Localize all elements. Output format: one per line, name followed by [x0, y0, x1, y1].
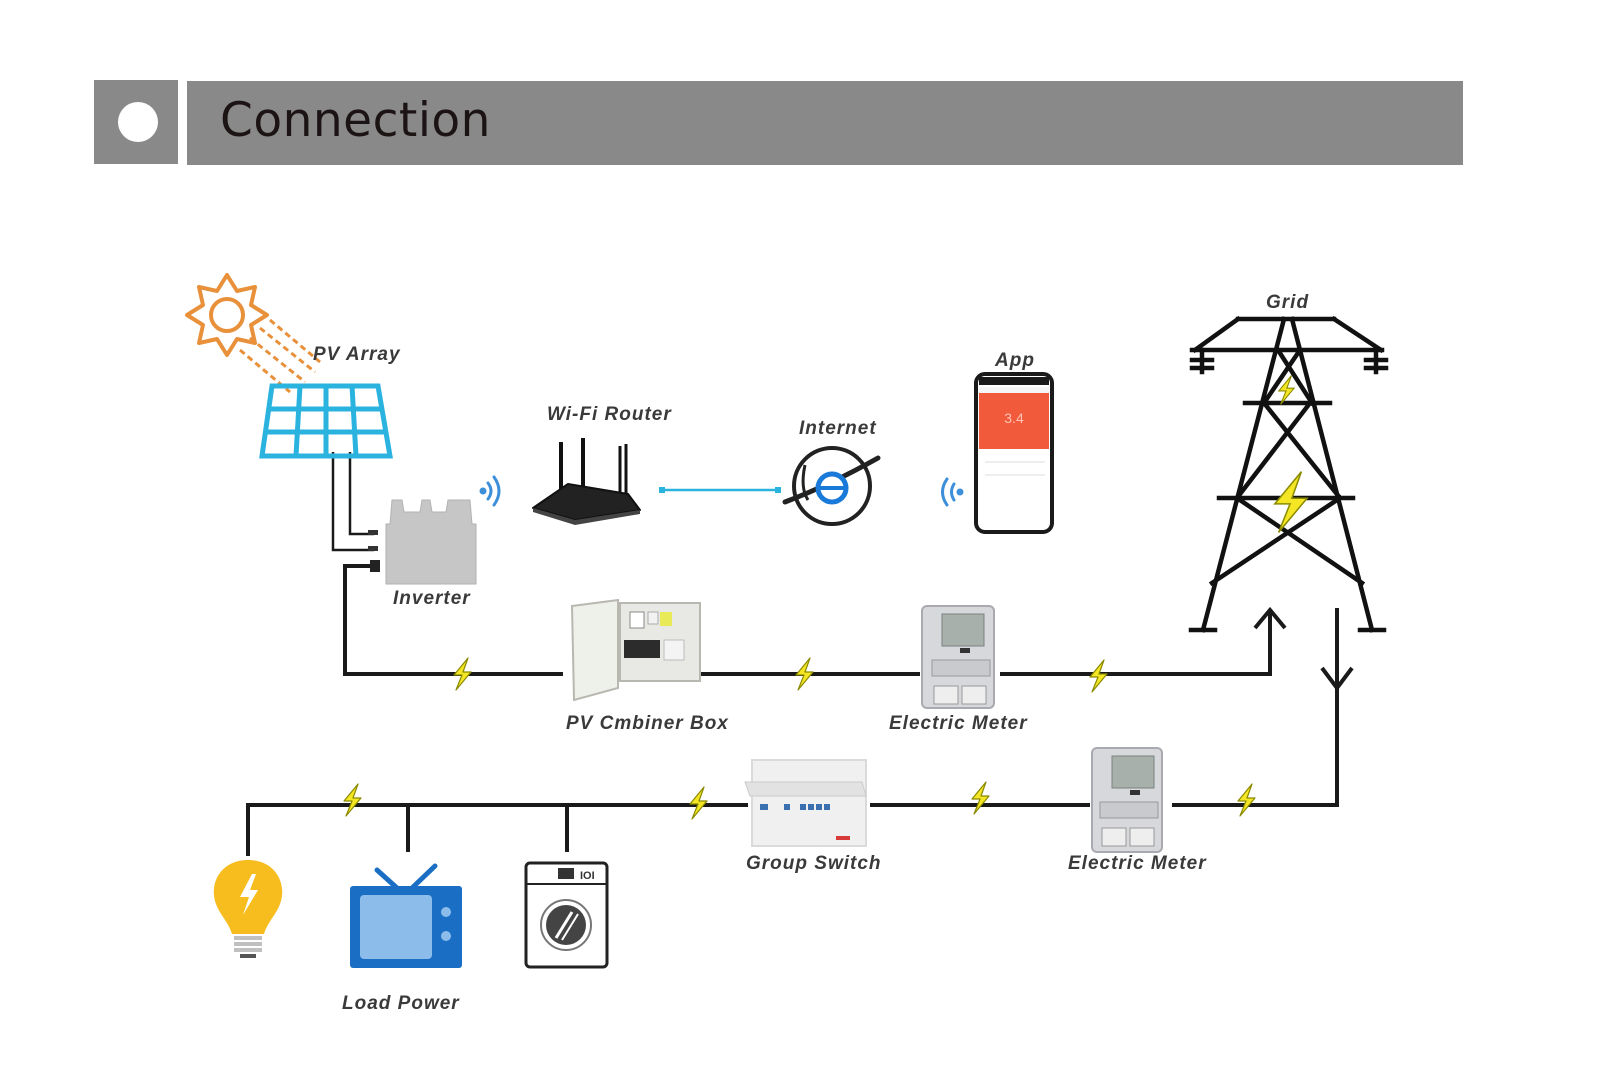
header-bar: Connection: [187, 81, 1463, 165]
wire-panel-inverter-a: [331, 452, 374, 552]
power-bolt-icon: [1237, 783, 1256, 817]
solar-panel-icon: [259, 383, 393, 459]
power-bolt-icon: [1089, 659, 1108, 693]
label-internet: Internet: [799, 418, 877, 439]
inverter-icon: [368, 499, 477, 585]
wifi-signal-icon: [479, 475, 501, 507]
wire-meter1-grid: [1000, 612, 1272, 676]
label-wifi-router: Wi-Fi Router: [547, 404, 672, 425]
electric-meter-icon: [921, 605, 995, 709]
label-inverter: Inverter: [393, 588, 471, 609]
label-pv-array: PV Array: [313, 344, 401, 365]
grid-bolt-large-icon: [1273, 471, 1309, 533]
internet-globe-icon: [782, 446, 881, 526]
phone-signal-icon: [941, 477, 964, 507]
header-icon-box: [94, 80, 178, 164]
grid-tower-icon: [1188, 315, 1389, 633]
app-reading: 3.4: [1004, 410, 1024, 426]
arrow-down-from-grid: [1320, 666, 1354, 692]
label-group-switch: Group Switch: [746, 853, 882, 874]
light-bulb-icon: [213, 860, 283, 958]
power-bolt-icon: [343, 783, 362, 817]
network-link: [659, 487, 781, 493]
group-switch-icon: [744, 759, 867, 847]
wire-grid-meter2: [1172, 608, 1339, 807]
grid-bolt-small-icon: [1277, 375, 1296, 405]
wires: [246, 452, 1354, 856]
television-icon: [350, 863, 462, 968]
wifi-router-icon: [532, 438, 641, 525]
pv-combiner-box-icon: [570, 598, 701, 702]
label-grid: Grid: [1266, 292, 1309, 313]
wire-panel-inverter-b: [348, 452, 374, 536]
washing-machine-icon: IOI: [524, 861, 609, 969]
svg-text:IOI: IOI: [580, 870, 595, 882]
power-bolt-icon: [453, 657, 472, 691]
label-load-power: Load Power: [342, 993, 460, 1014]
wire-inverter-combiner: [343, 564, 563, 676]
label-electric-meter-2: Electric Meter: [1068, 853, 1207, 874]
app-phone-icon: 3.4: [974, 372, 1054, 534]
arrow-up-to-grid: [1253, 606, 1287, 630]
power-bolt-icon: [795, 657, 814, 691]
power-bolt-icon: [971, 781, 990, 815]
label-electric-meter-1: Electric Meter: [889, 713, 1028, 734]
electric-meter-icon: [1091, 747, 1163, 853]
page-title: Connection: [220, 93, 491, 148]
wire-switch-loads: [246, 803, 748, 856]
sun-icon: [185, 273, 269, 357]
label-pv-combiner-box: PV Cmbiner Box: [566, 713, 729, 734]
label-app: App: [994, 350, 1035, 371]
circle-bullet-icon: [118, 102, 158, 142]
power-bolt-icon: [689, 786, 708, 820]
